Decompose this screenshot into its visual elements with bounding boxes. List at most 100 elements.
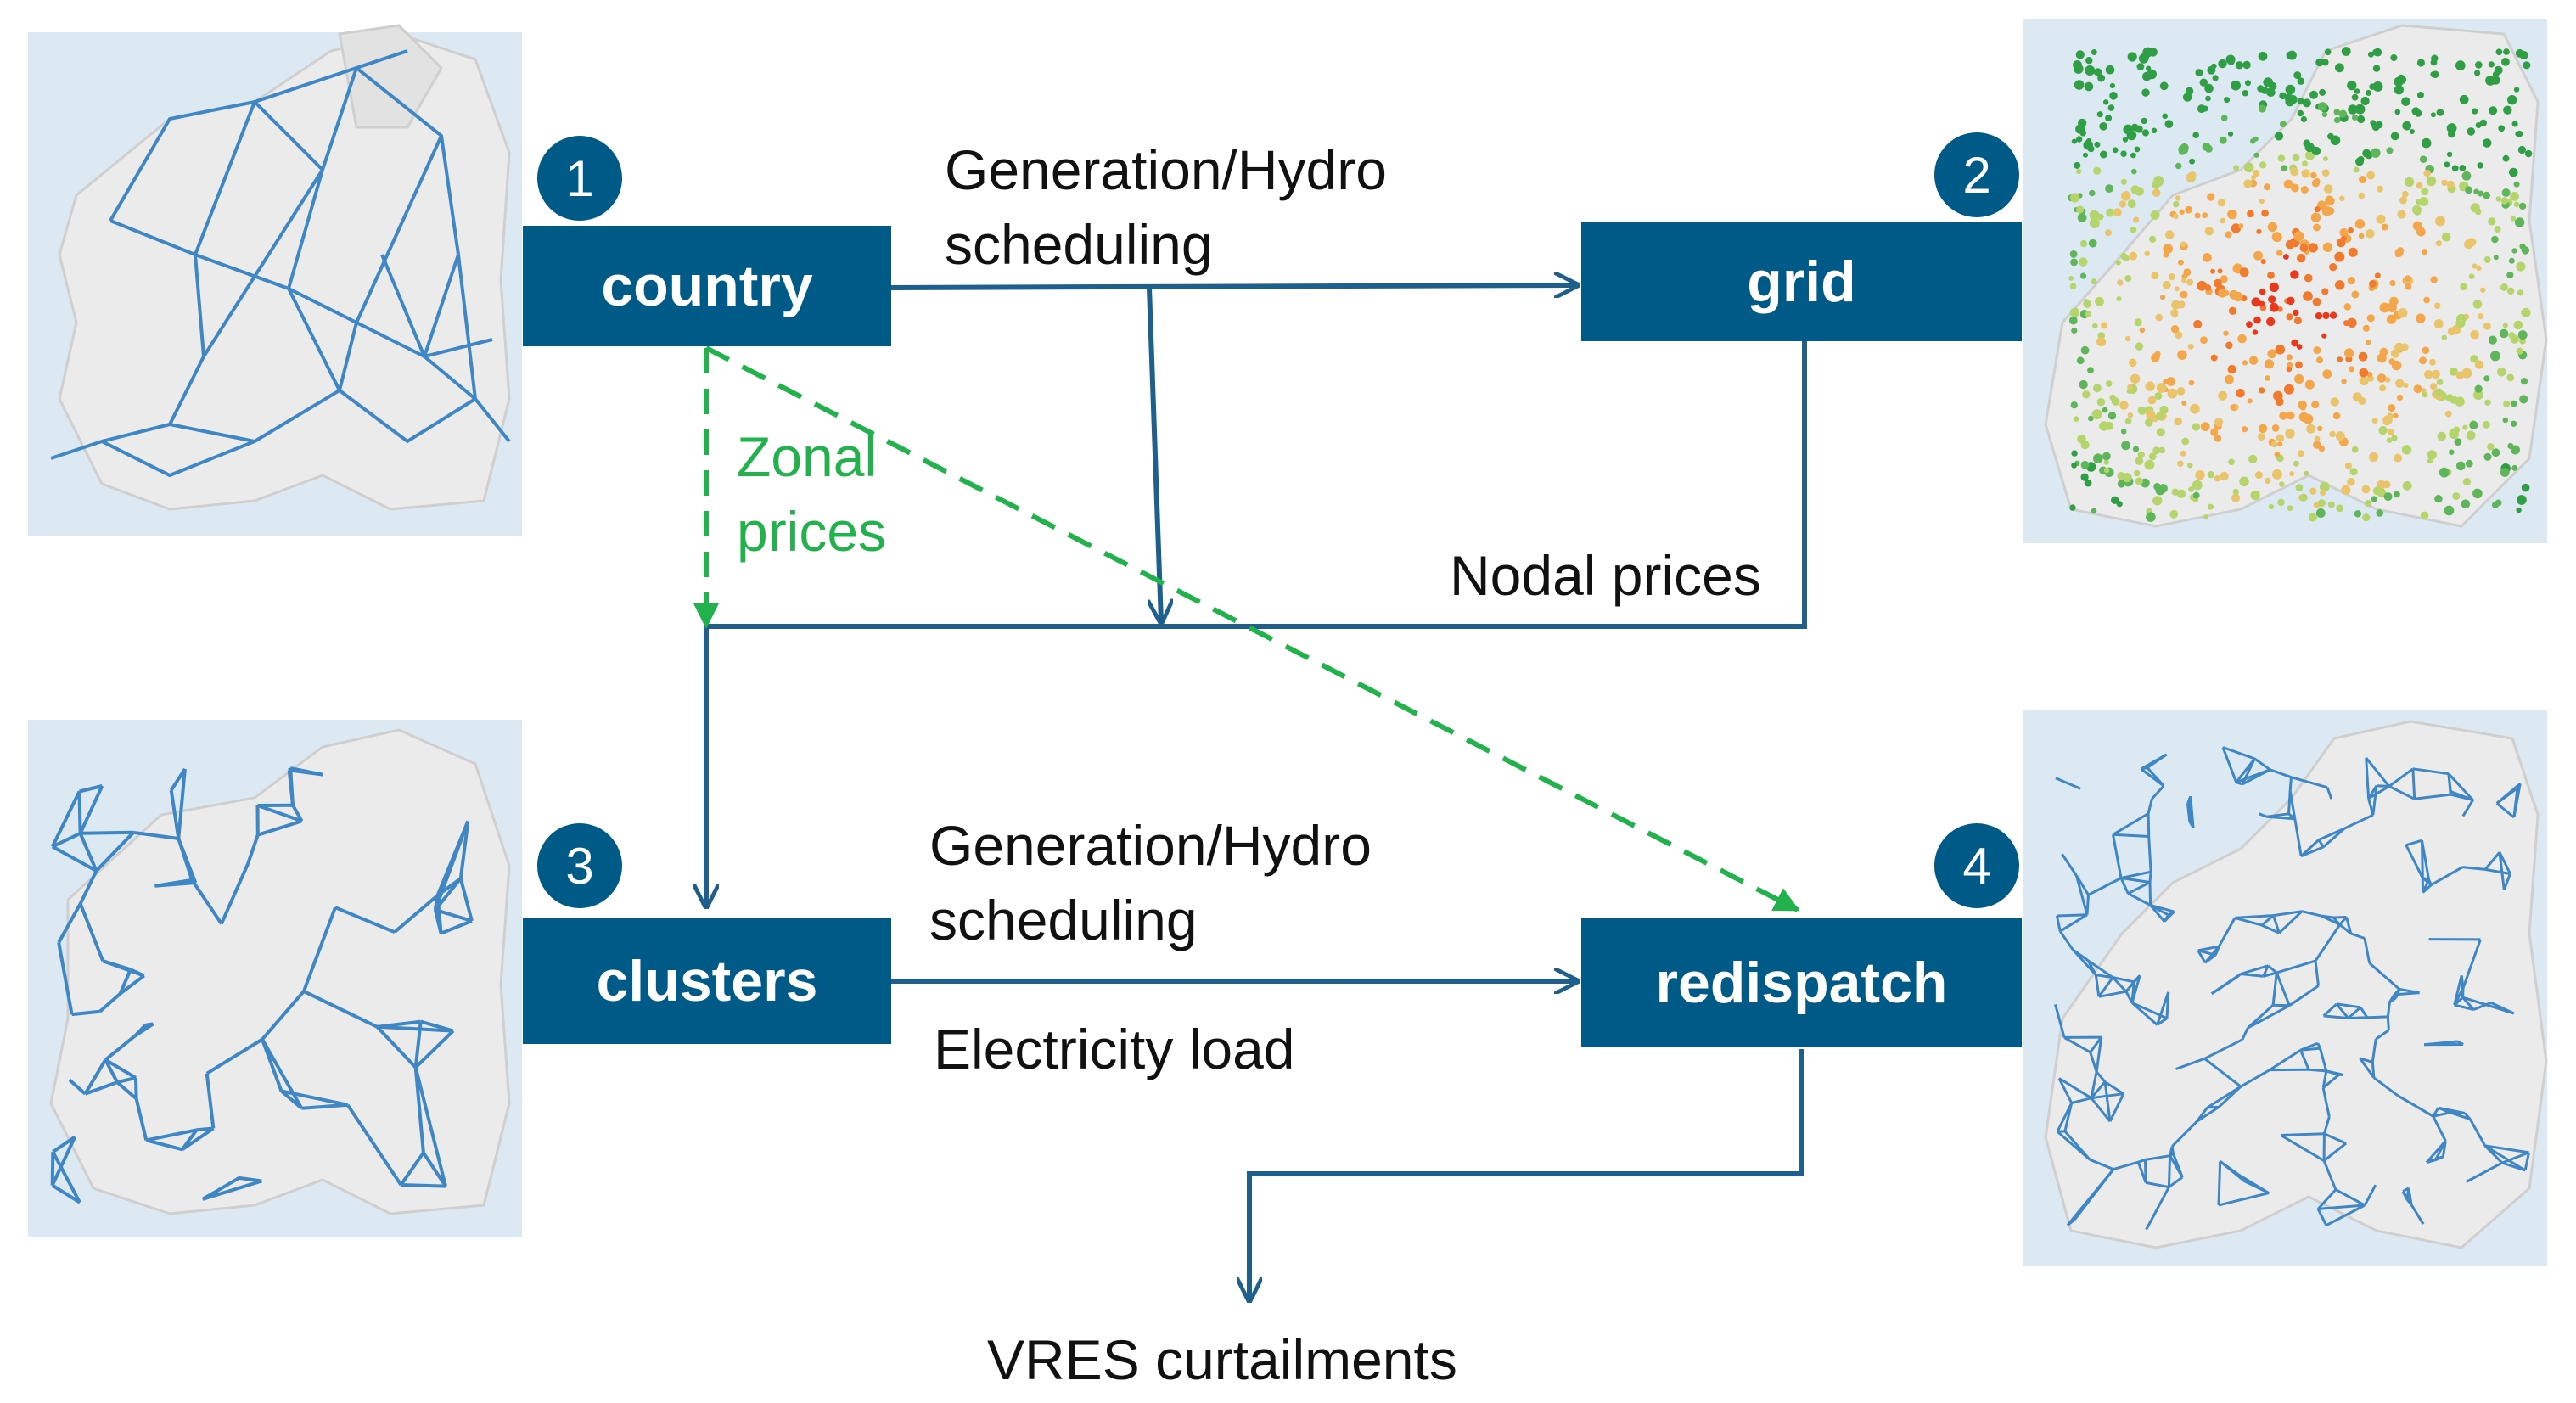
price-dot — [2371, 418, 2378, 424]
network-line — [2112, 976, 2135, 984]
price-dot — [2293, 231, 2304, 242]
network-line — [170, 767, 187, 792]
network-line — [2323, 1132, 2347, 1145]
price-dot — [2135, 342, 2144, 351]
price-dot — [2461, 499, 2471, 508]
network-line — [2263, 971, 2277, 978]
network-line — [2317, 839, 2325, 848]
price-dot — [2085, 57, 2093, 65]
price-dot — [2286, 51, 2294, 59]
price-dot — [2402, 121, 2412, 131]
price-dot — [2169, 509, 2179, 519]
arrow-curtailments — [1249, 1049, 1804, 1300]
price-dot — [2454, 438, 2462, 446]
price-dot — [2491, 448, 2500, 457]
price-dot — [2283, 384, 2294, 395]
price-dot — [2313, 346, 2321, 355]
price-dot — [2258, 104, 2266, 113]
price-dot — [2253, 316, 2261, 324]
node-redispatch: redispatch — [1581, 918, 2022, 1047]
map-country — [28, 24, 522, 536]
price-dot — [2311, 179, 2320, 188]
network-line — [413, 1067, 447, 1187]
network-line — [2197, 950, 2207, 963]
price-dot — [2175, 331, 2183, 340]
price-dot — [2314, 206, 2321, 213]
price-dot — [2180, 450, 2186, 457]
price-dot — [2358, 351, 2368, 362]
price-dot — [2159, 81, 2169, 91]
price-dot — [2335, 431, 2345, 441]
price-dot — [2441, 334, 2447, 340]
price-dot — [2165, 230, 2175, 239]
network-line — [2386, 1002, 2391, 1018]
price-dot — [2257, 433, 2265, 441]
price-dot — [2185, 205, 2193, 214]
network-line — [2281, 1132, 2325, 1136]
price-dot — [2242, 426, 2248, 433]
label-clusters-redispatch-line2: scheduling — [929, 889, 1198, 951]
price-dot — [2366, 229, 2375, 239]
price-dot — [2386, 147, 2394, 154]
price-dot — [2500, 283, 2508, 291]
price-dot — [2465, 459, 2473, 468]
price-dot — [2258, 424, 2268, 434]
price-dot — [2124, 275, 2132, 282]
price-dot — [2275, 132, 2284, 141]
network-line — [2261, 923, 2280, 934]
price-dot — [2280, 121, 2287, 128]
network-line — [2113, 833, 2149, 838]
network-line — [115, 1080, 137, 1101]
price-dot — [2299, 244, 2309, 253]
price-dot — [2431, 70, 2439, 78]
price-dot — [2071, 450, 2078, 457]
price-dot — [2489, 106, 2498, 115]
price-dot — [2303, 291, 2313, 301]
network-line — [119, 974, 145, 996]
network-line — [2447, 773, 2452, 795]
price-dot — [2478, 190, 2483, 197]
price-dot — [2371, 122, 2380, 132]
price-dot — [2494, 226, 2501, 233]
price-dot — [2166, 377, 2176, 386]
price-dot — [2120, 178, 2127, 185]
price-dot — [2362, 149, 2371, 158]
price-dot — [2162, 113, 2168, 120]
price-dot — [2401, 97, 2410, 106]
price-dot — [2474, 70, 2481, 76]
price-dot — [2235, 61, 2244, 70]
network-line — [2498, 851, 2511, 875]
price-dot — [2085, 311, 2091, 317]
price-dot — [2159, 405, 2169, 414]
price-dot — [2508, 257, 2515, 264]
price-dot — [2488, 61, 2495, 68]
network-line — [2314, 960, 2320, 986]
network-line — [2247, 1004, 2275, 1030]
price-dot — [2372, 486, 2382, 496]
price-dot — [2313, 223, 2321, 232]
price-dot — [2204, 227, 2214, 236]
network-line — [2241, 1027, 2249, 1041]
network-line — [2363, 938, 2371, 964]
price-dot — [2377, 353, 2387, 363]
price-dot — [2371, 148, 2381, 158]
price-dot — [2389, 280, 2396, 287]
price-dot — [2188, 486, 2194, 492]
price-dot — [2088, 415, 2094, 422]
price-dot — [2315, 508, 2326, 518]
price-dot — [2376, 214, 2386, 224]
price-dot — [2137, 406, 2147, 415]
price-dot — [2510, 420, 2517, 427]
network-line — [2197, 945, 2220, 952]
price-dot — [2177, 460, 2184, 467]
network-line — [2290, 776, 2328, 789]
price-dot — [2129, 251, 2138, 261]
network-line — [301, 1103, 348, 1110]
network-line — [2262, 965, 2270, 977]
network-line — [2288, 985, 2320, 1007]
price-dot — [2358, 192, 2366, 199]
price-dot — [2137, 451, 2145, 459]
network-line — [2373, 1076, 2399, 1097]
price-dot — [2487, 443, 2495, 451]
price-dot — [2107, 104, 2115, 111]
